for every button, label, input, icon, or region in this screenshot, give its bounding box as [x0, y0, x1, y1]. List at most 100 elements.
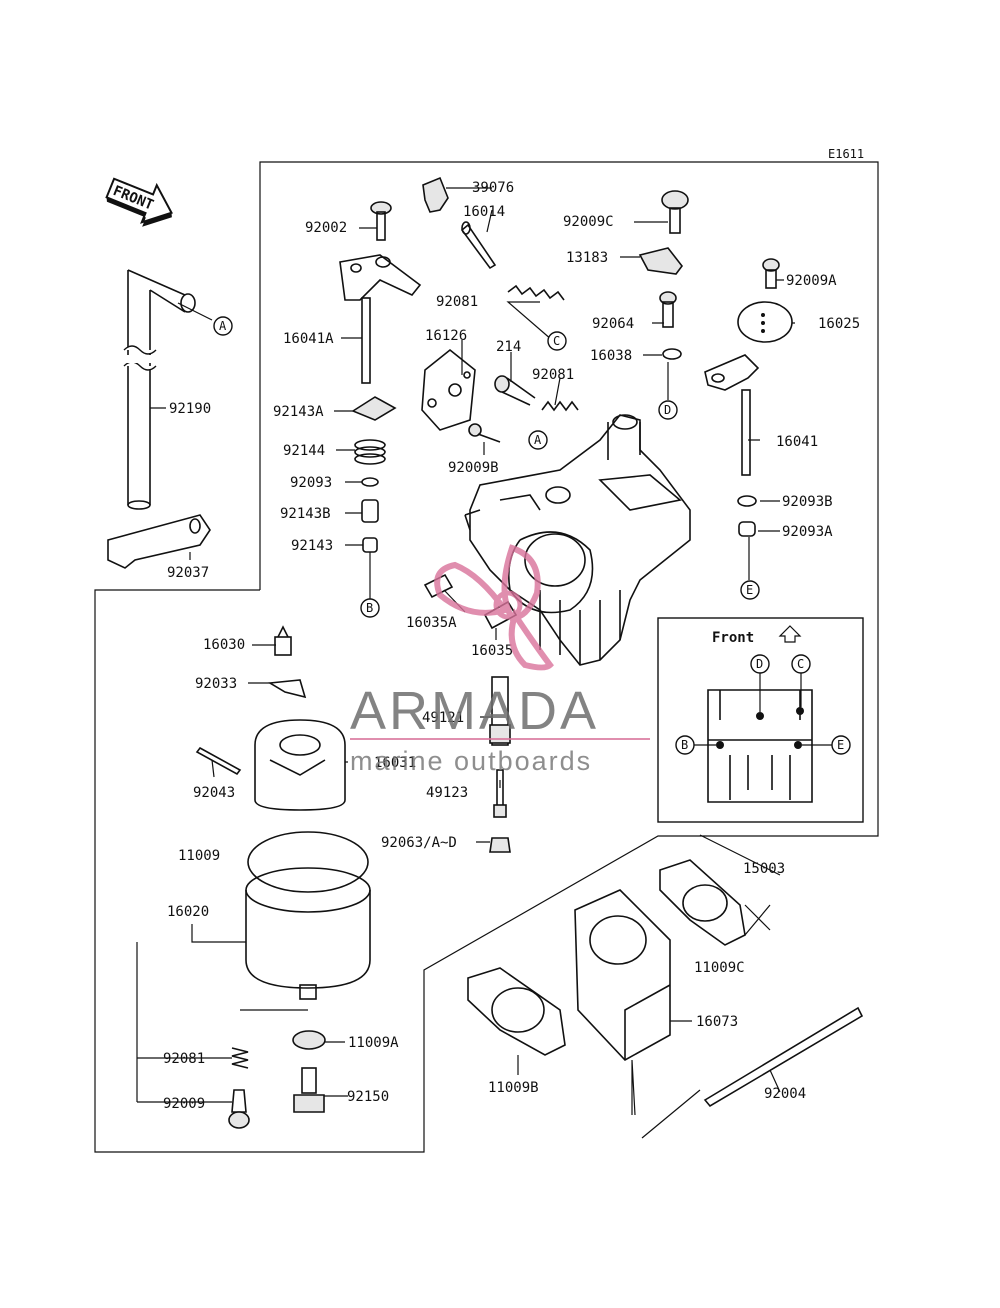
inset-title: Front	[712, 630, 754, 646]
part-92081-spring-b	[541, 400, 579, 412]
part-49123-jet	[493, 769, 507, 818]
inset-marker-E: E	[831, 735, 851, 755]
label-16020: 16020	[167, 904, 209, 920]
label-13183: 13183	[566, 250, 608, 266]
callout-A-2: A	[528, 430, 548, 450]
inset-marker-C: C	[791, 654, 811, 674]
part-11009A-washer	[292, 1030, 326, 1050]
label-92033: 92033	[195, 676, 237, 692]
part-92043-pin	[195, 746, 242, 776]
label-92144: 92144	[283, 443, 325, 459]
svg-text:E: E	[746, 583, 753, 597]
part-92093-washer	[361, 477, 379, 487]
part-16041A-lever	[339, 254, 422, 384]
label-92143A: 92143A	[273, 404, 324, 420]
label-49121: 49121	[422, 710, 464, 726]
label-49123: 49123	[426, 785, 468, 801]
part-214-screw	[494, 375, 536, 406]
label-92081-c: 92081	[163, 1051, 205, 1067]
watermark-tagline: marine outboards	[350, 746, 592, 776]
svg-text:D: D	[664, 403, 671, 417]
label-214: 214	[496, 339, 521, 355]
label-16031: 16031	[374, 755, 416, 771]
part-labels: 39076 16014 92002 92009C 13183 92081 920…	[163, 180, 860, 1112]
label-15003: 15003	[743, 861, 785, 877]
part-11009C-gasket	[659, 859, 746, 946]
label-39076: 39076	[472, 180, 514, 196]
svg-text:C: C	[553, 334, 560, 348]
label-92093B: 92093B	[782, 494, 833, 510]
svg-text:A: A	[534, 433, 542, 447]
label-92009A: 92009A	[786, 273, 837, 289]
svg-text:B: B	[681, 738, 688, 752]
label-16025: 16025	[818, 316, 860, 332]
part-11009B-gasket	[467, 967, 566, 1056]
label-92190: 92190	[169, 401, 211, 417]
part-92009C-screw	[661, 190, 689, 234]
part-16038-o-ring	[662, 348, 682, 360]
up-arrow-icon	[778, 625, 802, 643]
part-13183-plate	[638, 247, 684, 275]
part-16126-gasket	[421, 348, 476, 431]
part-92143A-cap	[351, 396, 397, 421]
label-16030: 16030	[203, 637, 245, 653]
label-92081-a: 92081	[436, 294, 478, 310]
svg-text:D: D	[756, 657, 763, 671]
label-92093A: 92093A	[782, 524, 833, 540]
label-92009: 92009	[163, 1096, 205, 1112]
part-39076-cap	[422, 176, 449, 213]
label-16035A: 16035A	[406, 615, 457, 631]
part-92081-spring-c	[231, 1047, 249, 1069]
svg-text:E: E	[837, 738, 844, 752]
label-16014: 16014	[463, 204, 505, 220]
label-16073: 16073	[696, 1014, 738, 1030]
label-11009: 11009	[178, 848, 220, 864]
part-16025-disc	[737, 301, 793, 343]
label-92043: 92043	[193, 785, 235, 801]
watermark-propeller-logo	[434, 544, 554, 671]
label-92037: 92037	[167, 565, 209, 581]
label-16126: 16126	[425, 328, 467, 344]
label-92004: 92004	[764, 1086, 806, 1102]
callout-C-1: C	[547, 331, 567, 351]
front-arrow-icon: FRONT	[105, 177, 173, 227]
part-92093B-washer	[737, 495, 757, 507]
label-92009C: 92009C	[563, 214, 614, 230]
part-16031-float	[254, 719, 346, 811]
callout-B-1: B	[360, 598, 380, 618]
label-92143B: 92143B	[280, 506, 331, 522]
label-11009C: 11009C	[694, 960, 745, 976]
svg-text:B: B	[366, 601, 373, 615]
part-92143B-collar	[361, 499, 379, 523]
label-92081-b: 92081	[532, 367, 574, 383]
svg-text:C: C	[797, 657, 804, 671]
front-view-inset: Front D C B E	[657, 617, 864, 823]
part-92150-bolt	[293, 1067, 325, 1113]
svg-text:A: A	[219, 319, 227, 333]
callout-A-1: A	[213, 316, 233, 336]
part-16014-needle	[460, 221, 497, 270]
part-92190-tube	[123, 269, 196, 510]
leader-lines	[136, 187, 795, 1139]
part-92009B-screw	[468, 423, 501, 443]
part-92009A-screw	[762, 258, 780, 289]
label-92143: 92143	[291, 538, 333, 554]
label-92009B: 92009B	[448, 460, 499, 476]
part-16020-float-bowl	[245, 867, 371, 1000]
part-11009-gasket	[247, 831, 369, 893]
inset-marker-D: D	[750, 654, 770, 674]
part-92093A-collar	[738, 521, 756, 537]
label-11009B: 11009B	[488, 1080, 539, 1096]
part-92002-screw	[370, 201, 392, 241]
part-92081-spring	[507, 284, 565, 301]
part-92063-main-jet	[489, 837, 511, 853]
part-16041-lever	[704, 354, 760, 476]
label-11009A: 11009A	[348, 1035, 399, 1051]
part-92033-clip	[267, 679, 307, 699]
part-92037-bracket	[107, 514, 211, 569]
label-92002: 92002	[305, 220, 347, 236]
label-16038: 16038	[590, 348, 632, 364]
callout-E-1: E	[740, 580, 760, 600]
part-16030-float-valve	[274, 625, 292, 656]
